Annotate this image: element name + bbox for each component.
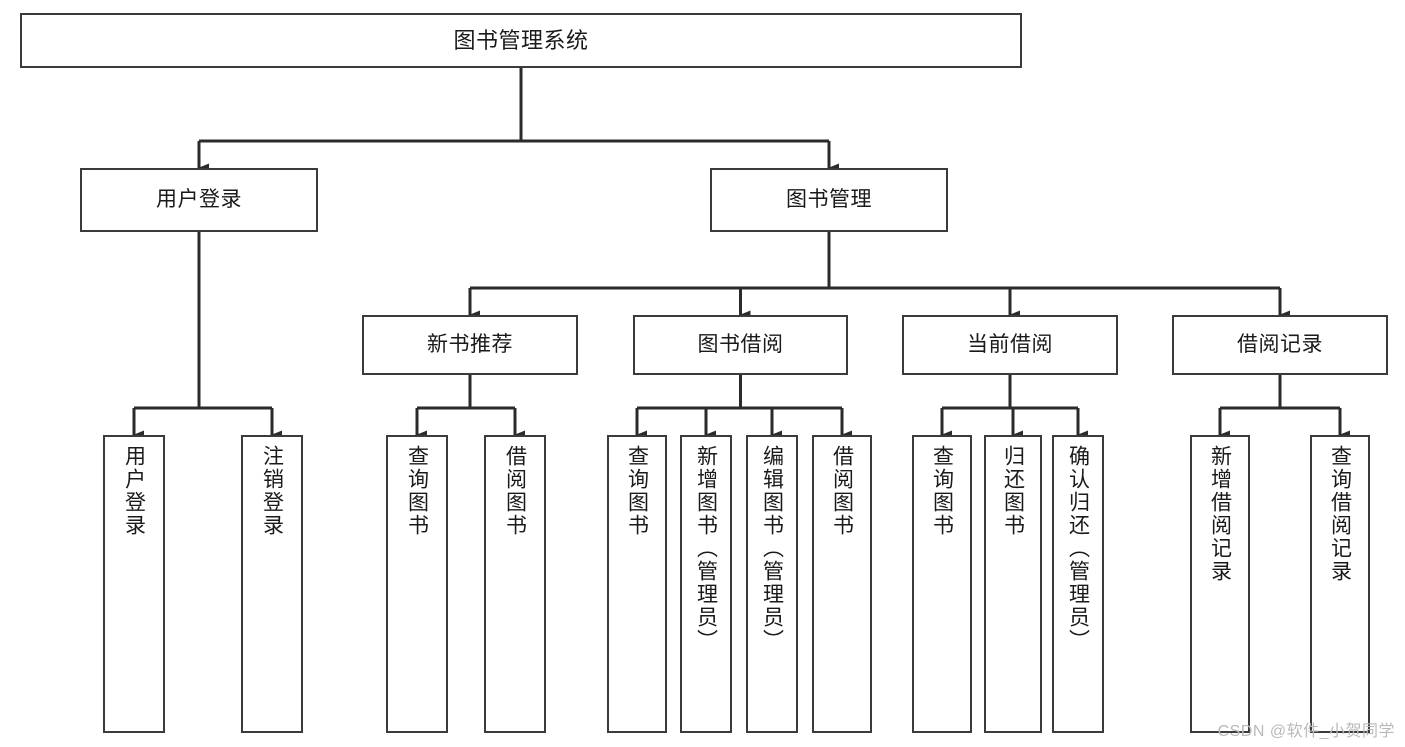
node-leaf-query-book-cur[interactable]: 查询图书 (912, 435, 972, 733)
node-label-root: 图书管理系统 (453, 27, 589, 53)
node-leaf-user-login[interactable]: 用户登录 (103, 435, 165, 733)
node-label-leaf-return-book: 归还图书 (1001, 445, 1025, 537)
node-label-leaf-add-record: 新增借阅记录 (1208, 445, 1232, 583)
node-label-leaf-add-book: 新增图书（管理员） (694, 445, 718, 652)
node-label-leaf-edit-book: 编辑图书（管理员） (760, 445, 784, 652)
node-label-leaf-borrow-book-rec: 借阅图书 (503, 445, 527, 537)
node-label-book-borrow: 图书借阅 (697, 332, 784, 356)
node-current-borrow[interactable]: 当前借阅 (902, 315, 1118, 375)
node-book-manage[interactable]: 图书管理 (710, 168, 948, 232)
node-label-leaf-confirm-return: 确认归还（管理员） (1066, 445, 1090, 652)
node-label-leaf-logout: 注销登录 (260, 445, 284, 537)
node-leaf-logout[interactable]: 注销登录 (241, 435, 303, 733)
node-label-book-manage: 图书管理 (786, 187, 872, 211)
node-leaf-query-book-borrow[interactable]: 查询图书 (607, 435, 667, 733)
node-label-borrow-record: 借阅记录 (1237, 332, 1323, 356)
csdn-watermark: CSDN @软件_小贺同学 (1217, 723, 1395, 740)
node-borrow-record[interactable]: 借阅记录 (1172, 315, 1388, 375)
node-leaf-borrow-book-rec[interactable]: 借阅图书 (484, 435, 546, 733)
node-user-login[interactable]: 用户登录 (80, 168, 318, 232)
node-label-leaf-query-book-borrow: 查询图书 (625, 445, 649, 537)
node-leaf-confirm-return[interactable]: 确认归还（管理员） (1052, 435, 1104, 733)
node-label-leaf-borrow-book: 借阅图书 (830, 445, 854, 537)
node-label-new-book-rec: 新书推荐 (427, 332, 513, 356)
node-leaf-query-record[interactable]: 查询借阅记录 (1310, 435, 1370, 733)
node-label-leaf-query-book-rec: 查询图书 (405, 445, 429, 537)
node-label-leaf-query-book-cur: 查询图书 (930, 445, 954, 537)
node-label-leaf-query-record: 查询借阅记录 (1328, 445, 1352, 583)
node-leaf-return-book[interactable]: 归还图书 (984, 435, 1042, 733)
node-root[interactable]: 图书管理系统 (20, 13, 1022, 68)
node-label-current-borrow: 当前借阅 (967, 332, 1053, 356)
node-leaf-add-book[interactable]: 新增图书（管理员） (680, 435, 732, 733)
node-leaf-query-book-rec[interactable]: 查询图书 (386, 435, 448, 733)
node-leaf-edit-book[interactable]: 编辑图书（管理员） (746, 435, 798, 733)
node-new-book-rec[interactable]: 新书推荐 (362, 315, 578, 375)
node-leaf-add-record[interactable]: 新增借阅记录 (1190, 435, 1250, 733)
node-book-borrow[interactable]: 图书借阅 (633, 315, 848, 375)
node-label-leaf-user-login: 用户登录 (122, 445, 146, 537)
node-leaf-borrow-book[interactable]: 借阅图书 (812, 435, 872, 733)
node-label-user-login: 用户登录 (156, 187, 242, 211)
